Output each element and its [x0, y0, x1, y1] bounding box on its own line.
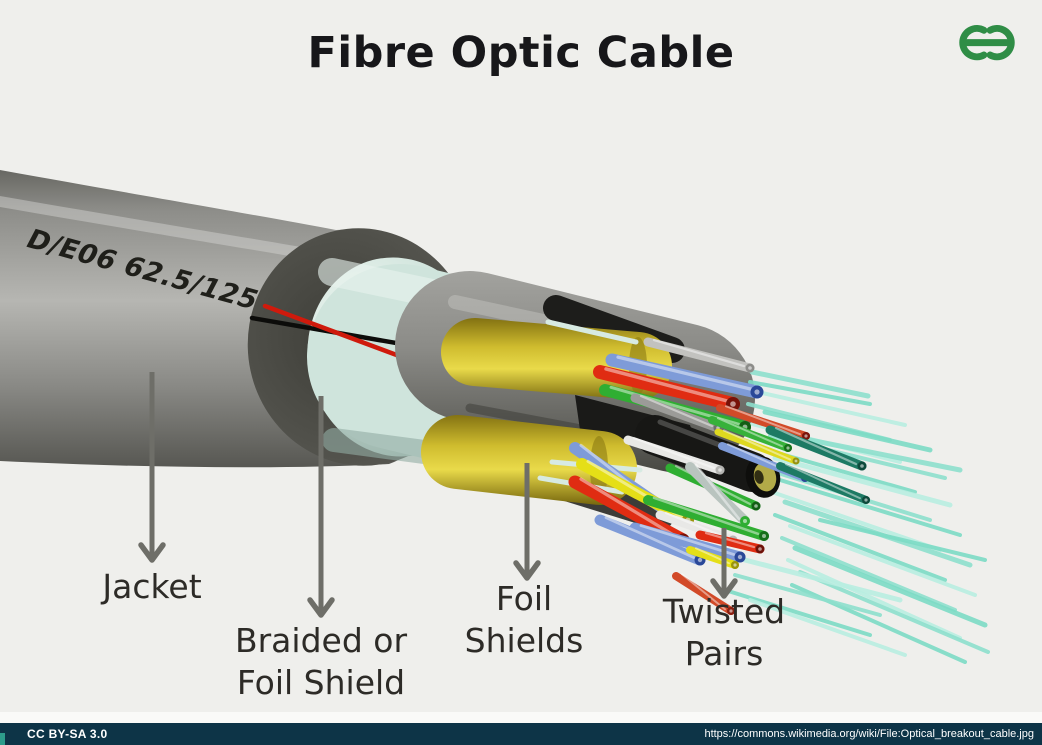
label-foil-shields: Foil Shields: [464, 579, 584, 660]
geeksforgeeks-logo-icon: [959, 25, 1015, 61]
footer-bar: CC BY-SA 3.0 https://commons.wikimedia.o…: [0, 723, 1042, 745]
label-jacket: Jacket: [102, 567, 202, 606]
page-title: Fibre Optic Cable: [307, 28, 735, 78]
label-twisted-pairs: Twisted Pairs: [662, 592, 786, 673]
twisted-pair-wires: [568, 337, 870, 615]
footer-divider: [0, 712, 1042, 723]
callout-arrows: [138, 372, 738, 618]
footer-accent: [0, 733, 5, 745]
license-text: CC BY-SA 3.0: [27, 727, 108, 741]
optical-fibers: [723, 369, 990, 664]
label-braided-or-foil-shield: Braided or Foil Shield: [234, 621, 408, 702]
source-url: https://commons.wikimedia.org/wiki/File:…: [704, 728, 1034, 740]
